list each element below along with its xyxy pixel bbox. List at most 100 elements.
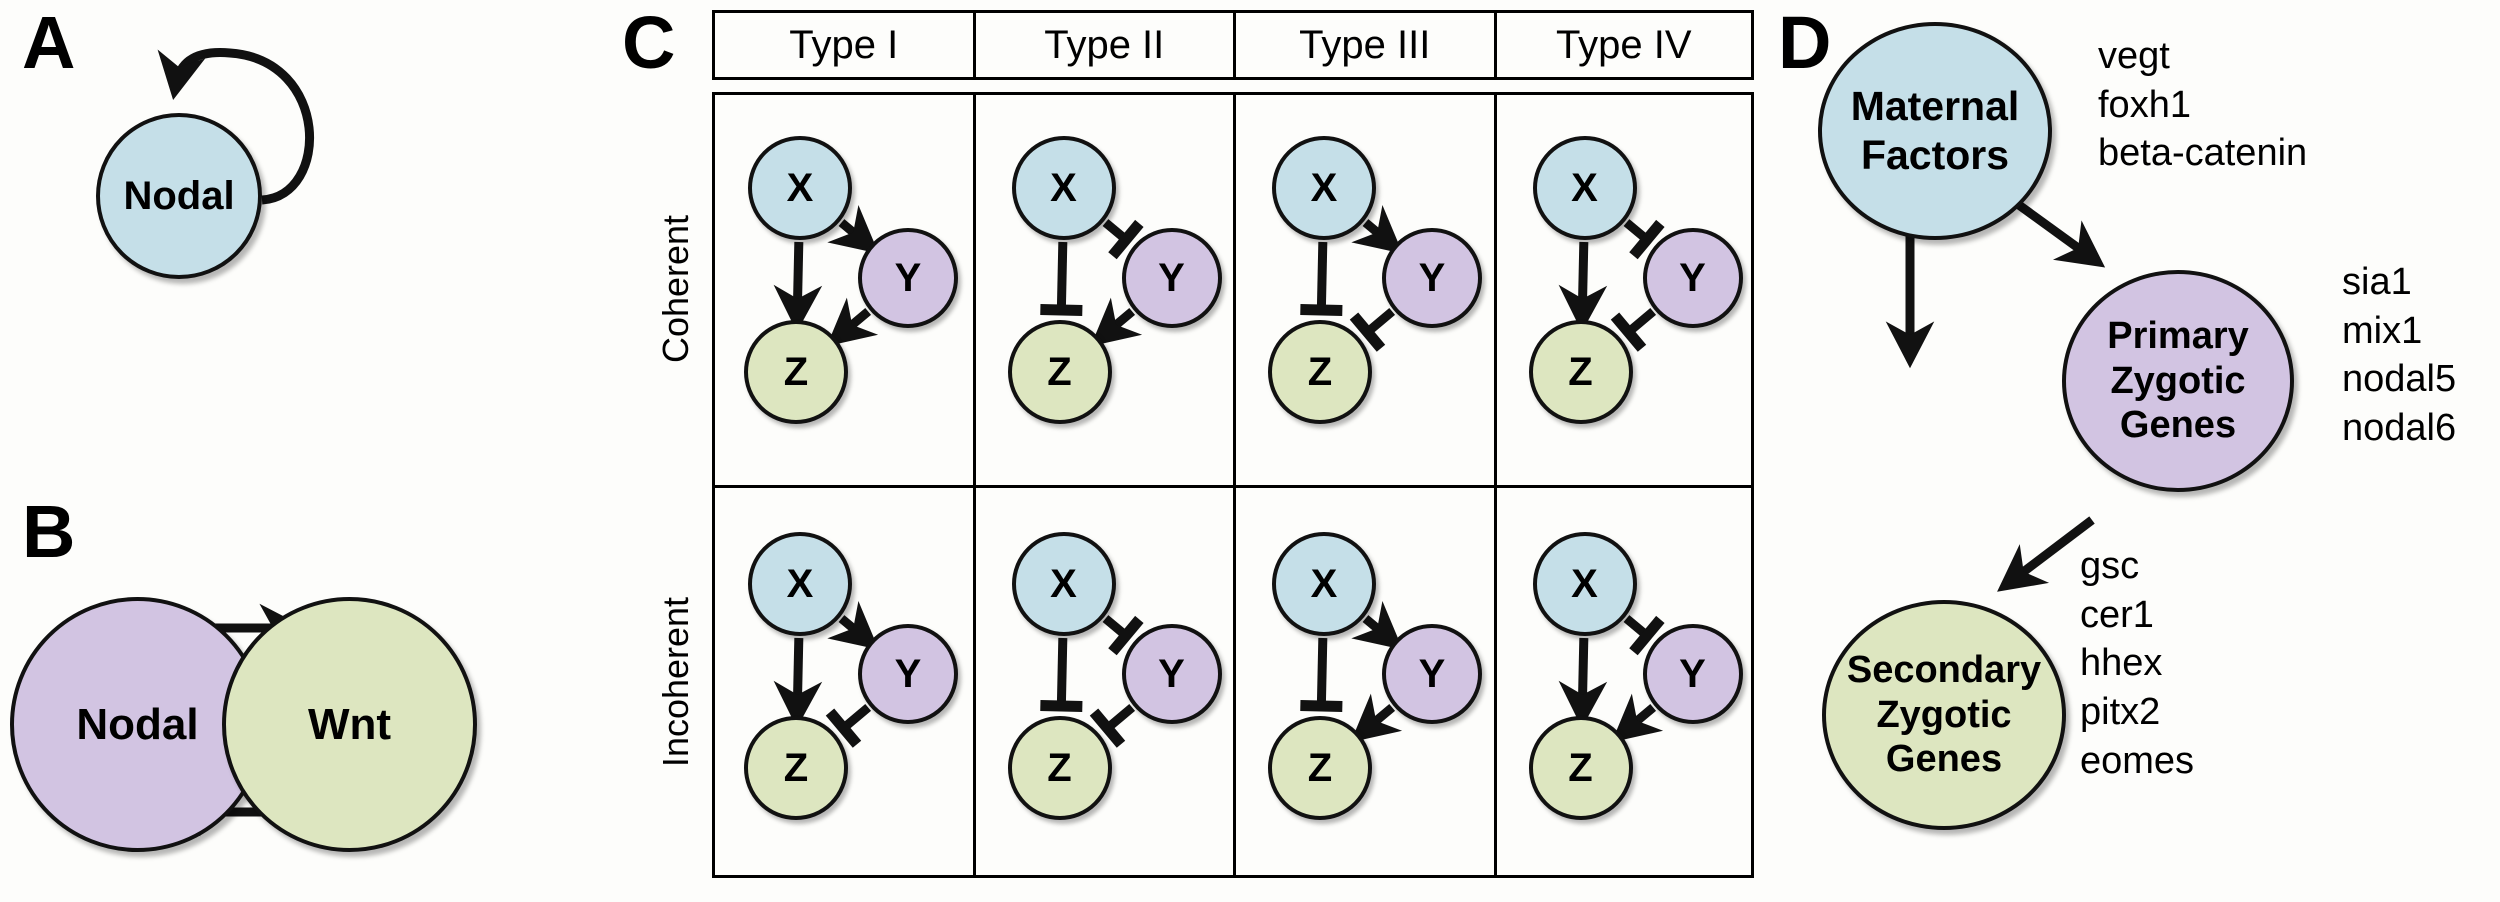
gene-item: hhex — [2080, 642, 2163, 685]
gene-item: eomes — [2080, 739, 2195, 782]
motif-node-x: X — [748, 532, 852, 636]
motif-node-label: Y — [1418, 651, 1446, 696]
edge-X-to-Z-inhibit-shaft — [1316, 241, 1328, 311]
panel-c-motif-cell: X Y Z — [972, 485, 1233, 878]
motif-node-y: Y — [1642, 228, 1743, 328]
motif-node-label: X — [1310, 561, 1338, 606]
edge-X-to-Z-inhibit-bar — [1300, 700, 1343, 712]
motif-node-y: Y — [1121, 624, 1222, 724]
panel-c-row-label-incoherent: Incoherent — [646, 485, 706, 878]
gene-item: beta-catenin — [2098, 132, 2308, 175]
panel-c-column-header: Type I — [712, 10, 973, 80]
motif-node-y: Y — [1382, 228, 1482, 328]
panel-a-letter: A — [22, 1, 76, 84]
motif-node-x: X — [748, 136, 852, 240]
gene-item: nodal6 — [2342, 406, 2457, 449]
edge-X-to-Z-inhibit-shaft — [1316, 637, 1328, 707]
panel-a-node-label: Nodal — [123, 173, 235, 218]
motif-node-label: Y — [1679, 255, 1706, 300]
motif-node-label: X — [1050, 561, 1077, 606]
motif-node-x: X — [1272, 532, 1376, 636]
panel-b-node-wnt: Wnt — [222, 597, 477, 852]
motif-node-z: Z — [1528, 320, 1633, 424]
motif-node-label: Z — [1047, 349, 1072, 394]
motif-node-x: X — [1011, 532, 1116, 636]
motif-node-label: Z — [1047, 745, 1072, 790]
panel-d-node-secondary: Secondary Zygotic Genes — [1822, 600, 2066, 830]
motif-node-z: Z — [1007, 716, 1112, 820]
edge-X-to-Y-activate — [1351, 205, 1403, 254]
panel-d-maternal-line-2: Factors — [1860, 132, 2010, 178]
edge-X-to-Z-activate — [1558, 241, 1607, 333]
edge-X-to-Z-inhibit-shaft — [1056, 241, 1067, 311]
panel-d-secondary-line-2: Zygotic — [1876, 693, 2012, 736]
edge-X-to-Y-activate — [827, 205, 879, 254]
motif-node-label: Z — [1307, 745, 1333, 790]
motif-node-x: X — [1272, 136, 1376, 240]
edge-X-to-Y-inhibit-shaft — [1102, 219, 1129, 244]
edge-Y-to-Z-activate — [826, 297, 879, 347]
edge-X-to-Z-inhibit-bar — [1300, 304, 1343, 316]
panel-c-motif-cell: X Y Z — [1233, 485, 1494, 878]
motif-node-label: X — [1571, 561, 1598, 606]
gene-item: vegt — [2098, 35, 2170, 77]
column-header-label: Type III — [1299, 22, 1431, 67]
motif-node-label: Y — [1679, 651, 1706, 696]
panel-d-maternal-line-1: Maternal — [1850, 82, 2020, 129]
motif-node-label: X — [786, 561, 814, 606]
edge-X-to-Y-inhibit-shaft — [1623, 615, 1650, 640]
motif-node-y: Y — [1382, 624, 1482, 724]
motif-node-label: Z — [783, 745, 809, 790]
panel-d-primary-line-3: Genes — [2119, 404, 2237, 447]
motif-node-z: Z — [1007, 320, 1112, 424]
panel-d-edge-maternal-primary — [2009, 196, 2106, 268]
motif-node-label: X — [1571, 165, 1598, 210]
motif-node-x: X — [1532, 532, 1637, 636]
motif-node-label: X — [1310, 165, 1338, 210]
panel-d-genes-maternal: vegt foxh1 beta-catenin — [2098, 32, 2307, 178]
motif-node-z: Z — [1268, 320, 1372, 424]
motif-node-label: Z — [1568, 349, 1593, 394]
motif-node-label: Z — [783, 349, 809, 394]
motif-node-z: Z — [744, 716, 848, 820]
column-header-label: Type I — [789, 22, 899, 67]
edge-X-to-Z-activate — [1558, 637, 1607, 729]
motif-node-z: Z — [1528, 716, 1633, 820]
motif-node-label: X — [786, 165, 814, 210]
edge-X-to-Z-activate — [773, 241, 823, 333]
edge-X-to-Z-activate — [773, 637, 823, 729]
panel-c-motif-cell: X Y Z — [1493, 92, 1755, 485]
edge-X-to-Z-inhibit-bar — [1039, 700, 1082, 712]
gene-item: mix1 — [2342, 309, 2423, 352]
panel-d-node-primary: Primary Zygotic Genes — [2062, 270, 2294, 492]
panel-d-node-maternal: Maternal Factors — [1818, 22, 2052, 240]
motif-node-y: Y — [858, 228, 958, 328]
gene-item: cer1 — [2080, 593, 2154, 636]
edge-Y-to-Z-inhibit-shaft — [840, 703, 872, 732]
edge-X-to-Z-inhibit-shaft — [1056, 637, 1067, 707]
motif-node-label: Y — [1158, 651, 1185, 696]
panel-c-column-header: Type III — [1233, 10, 1494, 80]
motif-node-label: X — [1050, 165, 1077, 210]
panel-a-node-nodal: Nodal — [96, 113, 262, 279]
column-header-label: Type IV — [1555, 22, 1692, 67]
edge-Y-to-Z-activate — [1611, 693, 1663, 743]
motif-node-z: Z — [1268, 716, 1372, 820]
panel-d-genes-primary: sia1 mix1 nodal5 nodal6 — [2342, 258, 2456, 453]
motif-node-y: Y — [858, 624, 958, 724]
panel-c-column-header: Type IV — [1493, 10, 1754, 80]
motif-node-label: Y — [1418, 255, 1446, 300]
motif-node-z: Z — [744, 320, 848, 424]
edge-Y-to-Z-inhibit-shaft — [1104, 703, 1135, 732]
edge-X-to-Y-inhibit-shaft — [1102, 615, 1129, 640]
panel-b-node-wnt-label: Wnt — [307, 699, 392, 749]
motif-node-label: Y — [894, 651, 922, 696]
panel-c-motif-cell: X Y Z — [712, 485, 973, 878]
motif-node-y: Y — [1121, 228, 1222, 328]
motif-node-x: X — [1532, 136, 1637, 240]
motif-node-label: Z — [1307, 349, 1333, 394]
gene-item: pitx2 — [2080, 690, 2161, 733]
gene-item: sia1 — [2342, 261, 2412, 303]
gene-item: foxh1 — [2098, 83, 2191, 126]
